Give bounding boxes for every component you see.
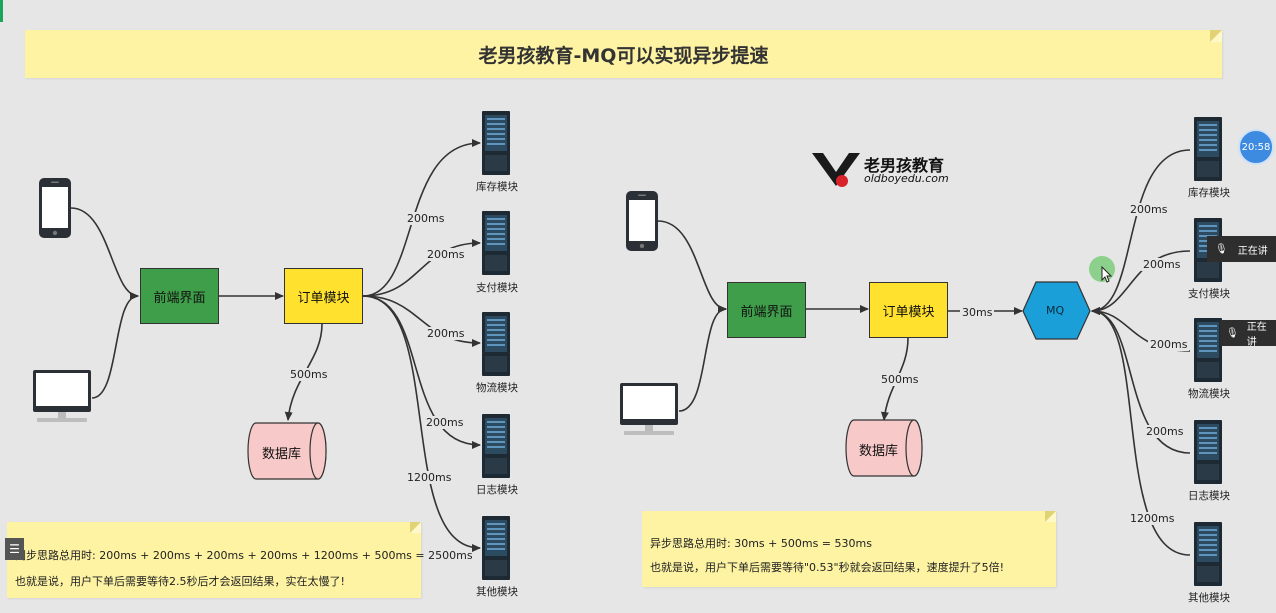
title-banner: 老男孩教育-MQ可以实现异步提速 — [25, 30, 1222, 78]
database-label: 数据库 — [262, 447, 302, 462]
async-summary-line2: 也就是说，用户下单后需要等待"0.53"秒就会返回结果，速度提升了5倍! — [650, 561, 1005, 574]
server-icon-log — [1194, 420, 1222, 484]
database-cylinder-left — [247, 422, 327, 480]
sync-summary-line2: 也就是说，用户下单后需要等待2.5秒后才会返回结果，实在太慢了! — [15, 575, 345, 588]
order-module-label: 订单模块 — [297, 290, 350, 306]
note-fold — [410, 522, 421, 533]
edge-label-log: 200ms — [1144, 425, 1186, 438]
logo-text: 老男孩教育 — [864, 156, 945, 175]
server-icon-inventory — [1194, 117, 1222, 181]
server-icon-logistics — [1194, 318, 1222, 382]
frontend-node: 前端界面 — [727, 282, 806, 338]
logo-url: oldboyedu.com — [864, 172, 949, 185]
sync-summary-line1: 同步思路总用时: 200ms + 200ms + 200ms + 200ms +… — [15, 549, 473, 562]
note-fold — [1210, 30, 1222, 42]
frontend-label: 前端界面 — [740, 304, 793, 320]
order-module-node: 订单模块 — [869, 282, 948, 338]
frontend-label: 前端界面 — [153, 290, 206, 306]
module-label-log: 日志模块 — [476, 484, 518, 496]
speaking-text: 正在讲 — [1246, 322, 1267, 348]
desktop-computer-icon — [620, 383, 678, 435]
server-icon-inventory — [482, 111, 510, 175]
database-cylinder-right — [845, 419, 923, 477]
server-icon-logistics — [482, 312, 510, 376]
module-label-log: 日志模块 — [1188, 490, 1230, 502]
module-label-other: 其他模块 — [1188, 592, 1230, 604]
server-icon-other — [1194, 522, 1222, 586]
edge-label-other: 1200ms — [405, 471, 454, 484]
module-label-other: 其他模块 — [476, 586, 518, 598]
frontend-node: 前端界面 — [140, 268, 219, 324]
edge-label-inventory: 200ms — [405, 212, 447, 225]
mouse-cursor-icon — [1101, 266, 1113, 283]
module-label-logistics: 物流模块 — [1188, 388, 1230, 400]
page-title: 老男孩教育-MQ可以实现异步提速 — [478, 44, 769, 67]
module-label-inventory: 库存模块 — [476, 181, 518, 193]
async-summary-line1: 异步思路总用时: 30ms + 500ms = 530ms — [650, 537, 872, 550]
mq-hexagon — [1022, 281, 1091, 340]
edge-label-payment: 200ms — [425, 248, 467, 261]
module-label-payment: 支付模块 — [476, 282, 518, 294]
edge-label-inventory: 200ms — [1128, 203, 1170, 216]
sync-summary-note: 同步思路总用时: 200ms + 200ms + 200ms + 200ms +… — [7, 522, 473, 598]
order-module-node: 订单模块 — [284, 268, 363, 324]
edge-label-logistics: 200ms — [425, 327, 467, 340]
desktop-computer-icon — [33, 370, 91, 422]
edge-label-logistics: 200ms — [1148, 338, 1190, 351]
mobile-phone-icon — [626, 191, 658, 251]
microphone-icon: 🎙 — [1226, 327, 1239, 339]
edge-label-log: 200ms — [424, 416, 466, 429]
edge-label-db: 500ms — [879, 373, 921, 386]
order-module-label: 订单模块 — [882, 304, 935, 320]
speaking-text: 正在讲 — [1237, 245, 1268, 257]
module-label-inventory: 库存模块 — [1188, 187, 1230, 199]
speaking-indicator: 🎙 正在讲 — [1207, 236, 1276, 262]
database-label: 数据库 — [859, 444, 899, 459]
window-edge-accent — [0, 0, 3, 22]
speaking-indicator: 🎙 正在讲 — [1220, 320, 1276, 348]
microphone-icon: 🎙 — [1215, 243, 1228, 255]
mobile-phone-icon — [39, 178, 71, 238]
edge-label-mq: 30ms — [960, 306, 995, 319]
edge-label-payment: 200ms — [1141, 258, 1183, 271]
list-menu-button[interactable]: ☰ — [5, 538, 24, 560]
mq-label: MQ — [1046, 304, 1065, 317]
note-fold — [1045, 511, 1056, 522]
edge-label-db: 500ms — [288, 368, 330, 381]
edge-label-other: 1200ms — [1128, 512, 1177, 525]
oldboy-logo-icon — [812, 153, 860, 187]
async-summary-note: 异步思路总用时: 30ms + 500ms = 530ms 也就是说，用户下单后… — [642, 511, 1056, 587]
module-label-payment: 支付模块 — [1188, 288, 1230, 300]
server-icon-log — [482, 414, 510, 478]
timer-badge[interactable]: 20:58 — [1238, 129, 1274, 165]
server-icon-other — [482, 516, 510, 580]
server-icon-payment — [482, 211, 510, 275]
module-label-logistics: 物流模块 — [476, 382, 518, 394]
